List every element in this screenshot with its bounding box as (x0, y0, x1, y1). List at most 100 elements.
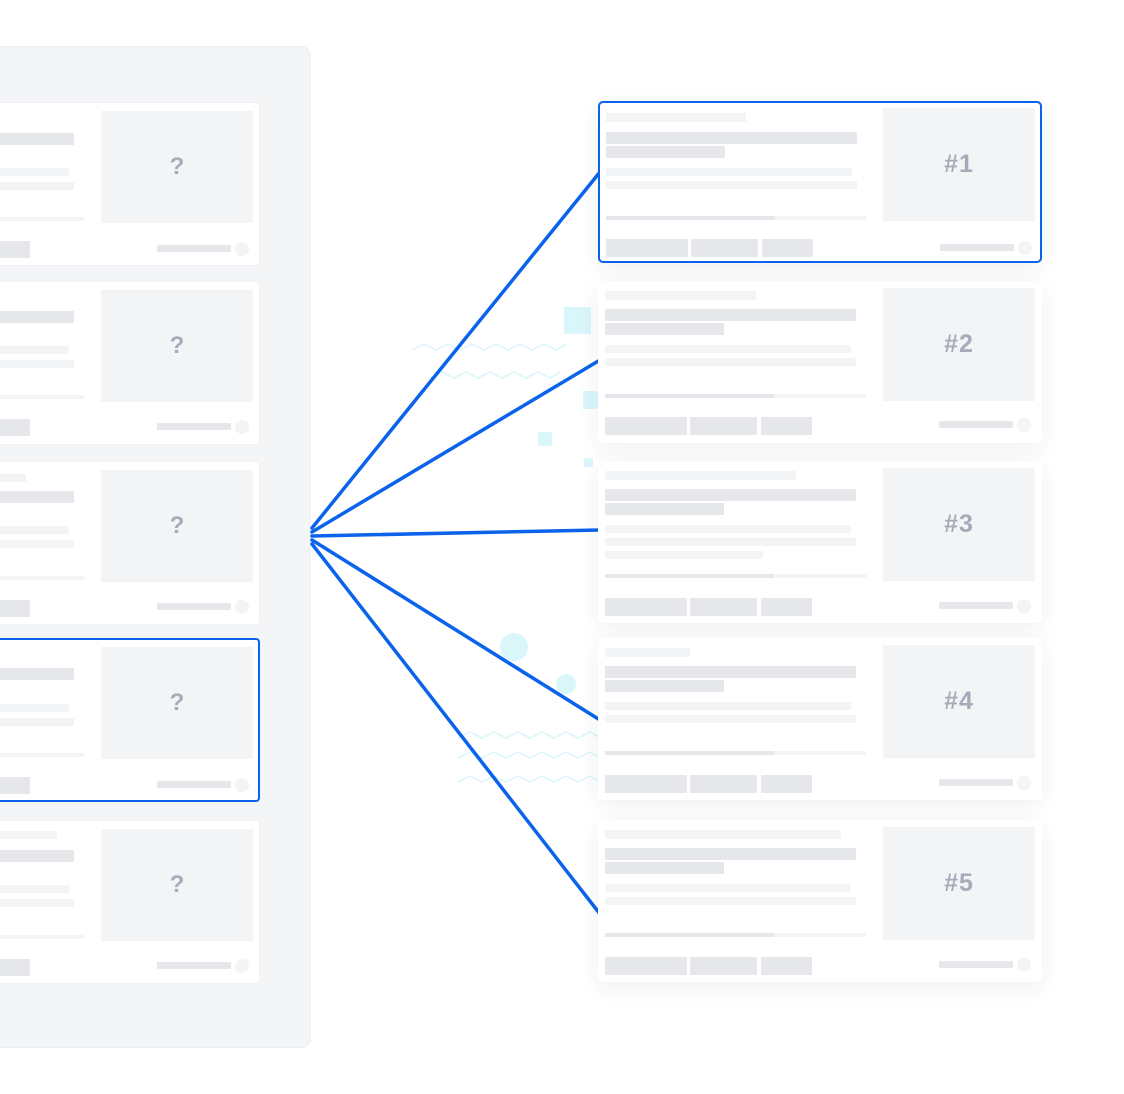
decor-circle (500, 633, 528, 661)
title-bar (0, 850, 74, 862)
title-bar (0, 311, 74, 323)
progress-fill (605, 933, 774, 937)
subtitle-bar (0, 831, 57, 839)
progress-bar (0, 935, 84, 939)
tag-bar (606, 239, 688, 257)
connector-rank-5 (310, 542, 602, 916)
tag-bar (690, 775, 757, 793)
avatar (235, 420, 249, 434)
rank-label: #2 (944, 330, 974, 358)
ranked-card-5: #5 (598, 820, 1042, 982)
progress-fill (606, 216, 775, 220)
decor-square (584, 458, 593, 467)
meta-bar (939, 421, 1013, 428)
meta-bar (939, 961, 1013, 968)
title-bar (605, 680, 724, 692)
rank-label: #1 (944, 150, 974, 178)
text-bar (0, 718, 74, 726)
ranked-card-3: #3 (598, 461, 1042, 623)
title-bar (605, 503, 724, 515)
progress-fill (605, 394, 774, 398)
meta-bar (157, 603, 231, 610)
text-bar (605, 551, 763, 559)
subtitle-bar (605, 830, 841, 839)
title-bar (605, 309, 856, 321)
text-bar (605, 525, 851, 533)
connector-rank-2 (310, 358, 602, 534)
ranked-card-4: #4 (598, 638, 1042, 800)
decor-square (583, 391, 599, 409)
title-bar (606, 146, 725, 158)
subtitle-bar (605, 291, 756, 300)
card-thumbnail: ? (101, 829, 253, 941)
subtitle-bar (605, 471, 796, 480)
meta-bar (157, 962, 231, 969)
tag-bar (0, 600, 30, 617)
text-bar (0, 885, 69, 893)
tag-bar (0, 419, 30, 436)
subtitle-bar (606, 113, 746, 122)
text-bar (605, 715, 856, 723)
title-bar (605, 666, 856, 678)
text-bar (606, 181, 857, 189)
subtitle-bar (0, 474, 26, 482)
unknown-rank-label: ? (169, 153, 185, 180)
avatar (235, 778, 249, 792)
card-thumbnail: ? (101, 647, 253, 759)
meta-bar (157, 245, 231, 252)
title-bar (0, 491, 74, 503)
unranked-card-3: ? (0, 461, 260, 625)
avatar (1017, 599, 1031, 613)
text-bar (605, 702, 851, 710)
text-bar (0, 704, 69, 712)
title-bar (605, 323, 724, 335)
card-thumbnail: #5 (883, 827, 1035, 940)
title-bar (606, 132, 857, 144)
progress-bar (0, 217, 84, 221)
ranked-card-2: #2 (598, 281, 1042, 443)
connector-rank-1 (310, 170, 602, 530)
tag-bar (761, 598, 812, 616)
decor-shapes (500, 307, 599, 694)
avatar (235, 242, 249, 256)
text-bar (605, 345, 851, 353)
tag-bar (690, 957, 757, 975)
avatar (235, 600, 249, 614)
avatar (1018, 241, 1032, 255)
rank-label: #4 (944, 687, 974, 715)
text-bar (606, 168, 852, 176)
card-thumbnail: ? (101, 470, 253, 582)
unknown-rank-label: ? (169, 689, 185, 716)
text-bar (0, 540, 74, 548)
tag-bar (691, 239, 758, 257)
meta-bar (939, 779, 1013, 786)
text-bar (605, 884, 851, 892)
card-thumbnail: #4 (883, 645, 1035, 758)
text-bar (605, 538, 856, 546)
tag-bar (0, 241, 30, 258)
connector-rank-4 (310, 538, 602, 722)
text-bar (0, 360, 74, 368)
decor-zigzags (411, 343, 601, 783)
tag-bar (605, 598, 687, 616)
meta-bar (940, 244, 1014, 251)
avatar (1017, 418, 1031, 432)
tag-bar (761, 775, 812, 793)
title-bar (0, 133, 74, 145)
tag-bar (690, 417, 757, 435)
meta-bar (939, 602, 1013, 609)
subtitle-bar (605, 648, 690, 657)
progress-fill (605, 751, 774, 755)
title-bar (0, 668, 74, 680)
avatar (1017, 776, 1031, 790)
unranked-card-2: ? (0, 281, 260, 445)
tag-bar (605, 957, 687, 975)
progress-fill (605, 574, 774, 578)
decor-circle (556, 674, 576, 694)
decor-square (564, 307, 591, 334)
unknown-rank-label: ? (169, 871, 185, 898)
title-bar (605, 848, 856, 860)
text-bar (0, 899, 74, 907)
